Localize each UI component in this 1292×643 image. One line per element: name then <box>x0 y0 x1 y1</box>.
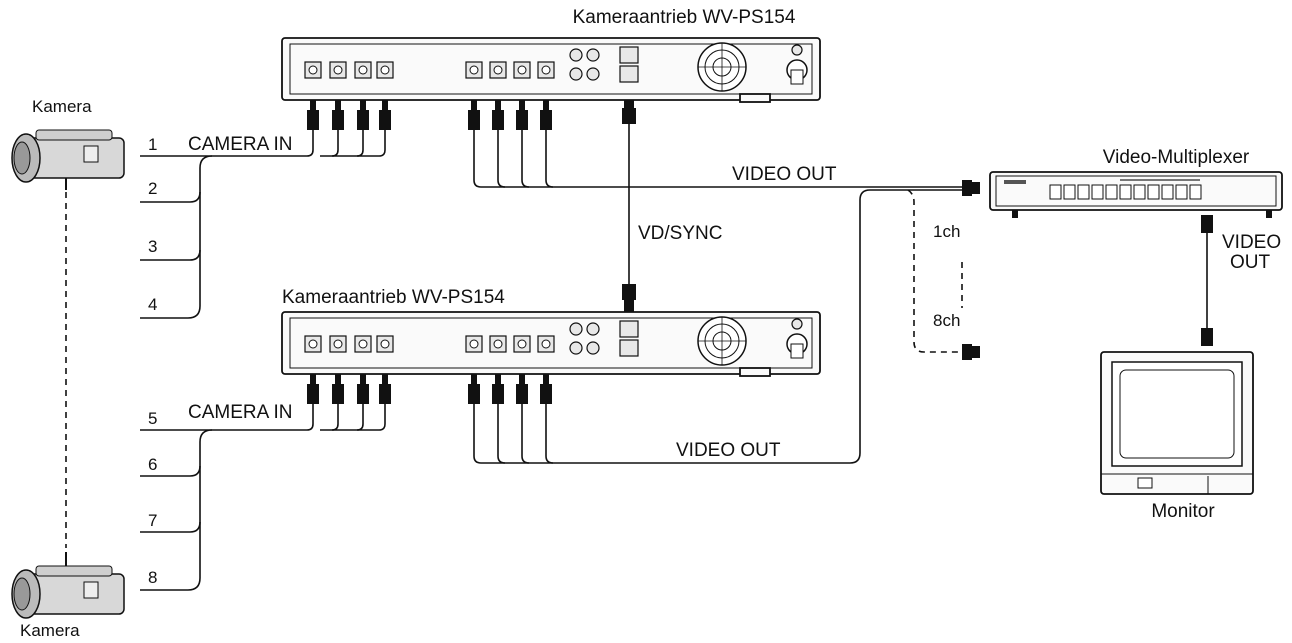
camera-bottom-icon <box>11 552 125 619</box>
video-out-connectors-top <box>465 61 555 79</box>
camera-number-6: 6 <box>148 455 157 474</box>
channel-cables <box>907 180 980 360</box>
camera-drive-top <box>281 37 821 103</box>
camera-number-7: 7 <box>148 511 157 530</box>
camera-in-label-bottom: CAMERA IN <box>188 402 293 423</box>
monitor-video-out-label-line1: VIDEO <box>1222 232 1281 253</box>
camera-number-1: 1 <box>148 135 157 154</box>
power-socket-icon <box>786 44 808 85</box>
monitor-cable <box>1201 215 1213 346</box>
camera-bottom-label: Kamera <box>20 621 80 640</box>
video-out-cables-top <box>468 100 962 188</box>
video-out-connectors-bottom <box>465 335 555 353</box>
camera-top-icon <box>11 129 125 190</box>
channel-first-label: 1ch <box>933 222 960 241</box>
camera-in-label-top: CAMERA IN <box>188 134 293 155</box>
multiplexer-buttons <box>1049 184 1202 200</box>
video-multiplexer <box>989 171 1283 218</box>
channel-last-label: 8ch <box>933 311 960 330</box>
video-out-label-top: VIDEO OUT <box>732 164 837 185</box>
video-out-label-bottom: VIDEO OUT <box>676 440 781 461</box>
camera-in-connectors-top <box>304 61 394 79</box>
monitor-video-out-label-line2: OUT <box>1230 252 1271 273</box>
camera-in-connectors-bottom <box>304 335 394 353</box>
camera-number-3: 3 <box>148 237 157 256</box>
camera-in-cables-top <box>140 100 391 319</box>
power-socket-icon <box>786 318 808 359</box>
monitor <box>1100 351 1254 495</box>
camera-number-2: 2 <box>148 179 157 198</box>
vd-sync-label: VD/SYNC <box>638 223 722 244</box>
camera-number-5: 5 <box>148 409 157 428</box>
camera-number-4: 4 <box>148 295 157 314</box>
camera-number-8: 8 <box>148 568 157 587</box>
camera-numbers: 1 2 3 4 5 6 7 8 <box>148 135 157 587</box>
multiplexer-title: Video-Multiplexer <box>1103 147 1250 168</box>
camera-drive-bottom <box>281 311 821 377</box>
drive-top-title: Kameraantrieb WV-PS154 <box>573 7 796 28</box>
vd-sync-cable <box>622 100 636 312</box>
fan-icon <box>697 42 747 92</box>
camera-in-cables-bottom <box>140 374 391 591</box>
video-out-cables-bottom <box>468 189 962 464</box>
monitor-title: Monitor <box>1151 501 1215 522</box>
camera-top-label: Kamera <box>32 97 92 116</box>
drive-bottom-title: Kameraantrieb WV-PS154 <box>282 287 505 308</box>
fan-icon <box>697 316 747 366</box>
